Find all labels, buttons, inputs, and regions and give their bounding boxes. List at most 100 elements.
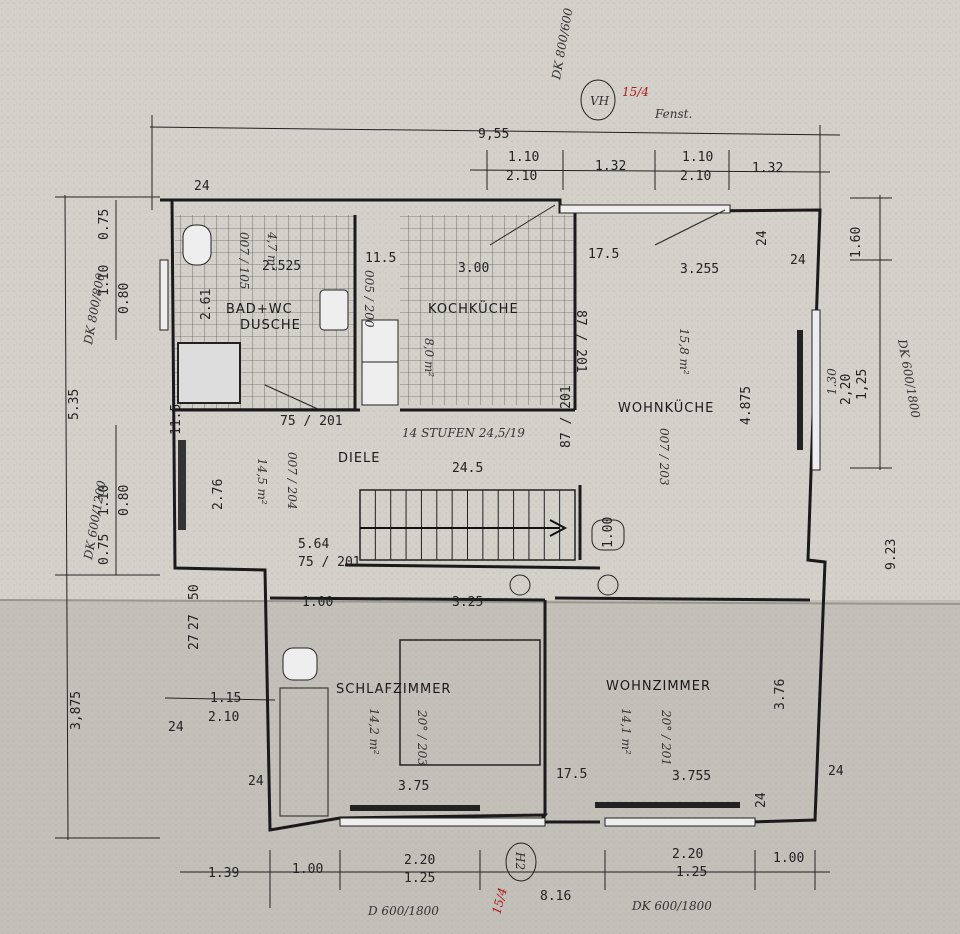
window-kitchen-top bbox=[559, 204, 731, 214]
dim-left-total-upper: 5.35 bbox=[67, 389, 82, 420]
window-left-hall bbox=[178, 440, 186, 530]
room-bad-height: 2.61 bbox=[199, 289, 214, 320]
dim-right-220: 2,20 bbox=[839, 374, 854, 405]
circle-label-h2: H2 bbox=[513, 851, 527, 870]
table-icon bbox=[591, 519, 625, 551]
dim-bottom-220b: 2.20 bbox=[672, 847, 703, 862]
dim-left-210: 2.10 bbox=[208, 710, 239, 725]
dim-window2-top: 1.10 bbox=[682, 150, 713, 165]
room-wohnkueche-area: 15,8 m² bbox=[677, 328, 691, 375]
chimney-icon-2 bbox=[597, 574, 619, 596]
dim-bottom-125b: 1.25 bbox=[676, 865, 707, 880]
room-bad-door: 75 / 201 bbox=[280, 414, 343, 429]
dim-right-125: 1,25 bbox=[855, 369, 870, 400]
window-left-bath bbox=[159, 259, 169, 331]
stair-direction-arrow bbox=[360, 519, 568, 537]
dim-bottom-100b: 1.00 bbox=[773, 851, 804, 866]
room-diele-100: 1.00 bbox=[601, 517, 616, 548]
room-kueche-code: 005 / 200 bbox=[362, 270, 376, 328]
bottom-dimensions: 1.39 1.00 2.20 1.25 2.20 1.25 1.00 8.16 … bbox=[180, 842, 830, 918]
dim-left-110b: 1.10 bbox=[97, 485, 112, 516]
room-wohnzimmer-code: 20° / 201 bbox=[659, 709, 673, 766]
chimney-icon-1 bbox=[509, 574, 531, 596]
dim-left-27a: 27 bbox=[187, 614, 202, 630]
room-schlafzimmer-area: 14,2 m² bbox=[367, 708, 381, 755]
room-name-wohnkueche: WOHNKÜCHE bbox=[618, 399, 714, 416]
dim-right-160: 1.60 bbox=[849, 227, 864, 258]
red-note-top: 15/4 bbox=[622, 85, 649, 99]
dim-right-total: 9.23 bbox=[884, 539, 899, 570]
room-wohnkueche-width: 3.255 bbox=[680, 262, 719, 277]
dim-bottom-100a: 1.00 bbox=[292, 862, 323, 877]
room-schlafzimmer-width: 3.75 bbox=[398, 779, 429, 794]
kitchen-door-swing bbox=[489, 204, 556, 246]
room-bad-code: 007 / 105 bbox=[237, 232, 251, 289]
dim-window1-bottom: 2.10 bbox=[506, 169, 537, 184]
circle-label-vh: VH bbox=[590, 94, 610, 108]
dim-gap1: 1.32 bbox=[595, 159, 626, 174]
room-name-bad-2: DUSCHE bbox=[240, 318, 301, 333]
dim-left-total-lower: 3,875 bbox=[69, 691, 84, 730]
room-schlafzimmer-top-w: 3.25 bbox=[452, 595, 483, 610]
staircase bbox=[359, 489, 576, 561]
window-note-bottom-b: DK 600/1800 bbox=[631, 899, 712, 913]
dim-left-075b: 0.75 bbox=[97, 534, 112, 565]
room-diele-length: 5.64 bbox=[298, 537, 329, 552]
dim-window1-top: 1.10 bbox=[508, 150, 539, 165]
dim-right-24a: 24 bbox=[790, 253, 806, 268]
room-wohnzimmer-area: 14,1 m² bbox=[619, 708, 633, 755]
sink-bedroom-icon bbox=[282, 647, 318, 681]
window-bottom-right bbox=[604, 817, 756, 827]
room-name-schlafzimmer: SCHLAFZIMMER bbox=[336, 682, 451, 697]
fenster-note: Fenst. bbox=[654, 107, 692, 121]
radiator-bedroom bbox=[350, 805, 480, 811]
room-wohnkueche-code: 007 / 203 bbox=[657, 428, 671, 486]
dim-left-080a: 0.80 bbox=[117, 283, 132, 314]
room-schlafzimmer-code: 20° / 203 bbox=[415, 709, 429, 766]
room-wohnzimmer-width: 3.755 bbox=[672, 769, 711, 784]
shower-tray-icon bbox=[177, 342, 241, 404]
room-kueche-side: 87 / 201 bbox=[573, 310, 588, 373]
fixtures bbox=[177, 204, 726, 817]
room-kueche-area: 8,0 m² bbox=[422, 338, 436, 377]
room-name-bad: BAD+WC bbox=[226, 302, 293, 317]
room-schlafzimmer-24: 24 bbox=[248, 774, 264, 789]
room-name-diele: DIELE bbox=[338, 451, 381, 466]
washbasin-icon bbox=[319, 289, 349, 331]
dim-bottom-139: 1.39 bbox=[208, 866, 239, 881]
dim-right-24b: 24 bbox=[755, 230, 770, 246]
bath-door-swing bbox=[264, 384, 321, 411]
wardrobe-icon bbox=[279, 687, 329, 817]
room-name-kueche: KOCHKÜCHE bbox=[428, 300, 519, 317]
room-diele-stairs: 14 STUFEN 24,5/19 bbox=[402, 426, 525, 440]
dim-left-24b: 24 bbox=[168, 720, 184, 735]
window-note-bottom-a: D 600/1800 bbox=[367, 904, 439, 918]
dim-bottom-125a: 1.25 bbox=[404, 871, 435, 886]
dim-gap2: 1.32 bbox=[752, 161, 783, 176]
room-diele-area: 14,5 m² bbox=[255, 458, 269, 505]
dim-bottom-total: 8.16 bbox=[540, 889, 571, 904]
dim-24-top: 24 bbox=[194, 179, 210, 194]
room-wohnzimmer-24b: 24 bbox=[754, 792, 769, 808]
room-wohnzimmer-height: 3.76 bbox=[773, 679, 788, 710]
room-labels: BAD+WC DUSCHE 2.525 2.61 4,7 m² 007 / 10… bbox=[169, 231, 844, 808]
bed-icon bbox=[399, 639, 541, 766]
dim-window2-bottom: 2.10 bbox=[680, 169, 711, 184]
wc-icon bbox=[182, 224, 212, 266]
room-diele-side: 87 / 201 bbox=[559, 385, 574, 448]
dim-left-110a: 1.10 bbox=[97, 265, 112, 296]
wohnkueche-door-swing bbox=[654, 209, 726, 246]
kitchen-tiles bbox=[400, 215, 575, 405]
radiator-living bbox=[595, 802, 740, 808]
room-wohnkueche-height: 4.875 bbox=[739, 386, 754, 425]
dim-right-130: 1.30 bbox=[825, 368, 839, 395]
radiator-right bbox=[797, 330, 803, 450]
room-bad-area: 4,7 m² bbox=[265, 231, 279, 271]
room-bad-width: 2.525 bbox=[262, 259, 301, 274]
room-diele-door: 75 / 201 bbox=[298, 555, 361, 570]
room-diele-115: 11.5 bbox=[169, 404, 184, 435]
dim-left-115: 1.15 bbox=[210, 691, 241, 706]
room-diele-code: 007 / 204 bbox=[285, 452, 299, 509]
